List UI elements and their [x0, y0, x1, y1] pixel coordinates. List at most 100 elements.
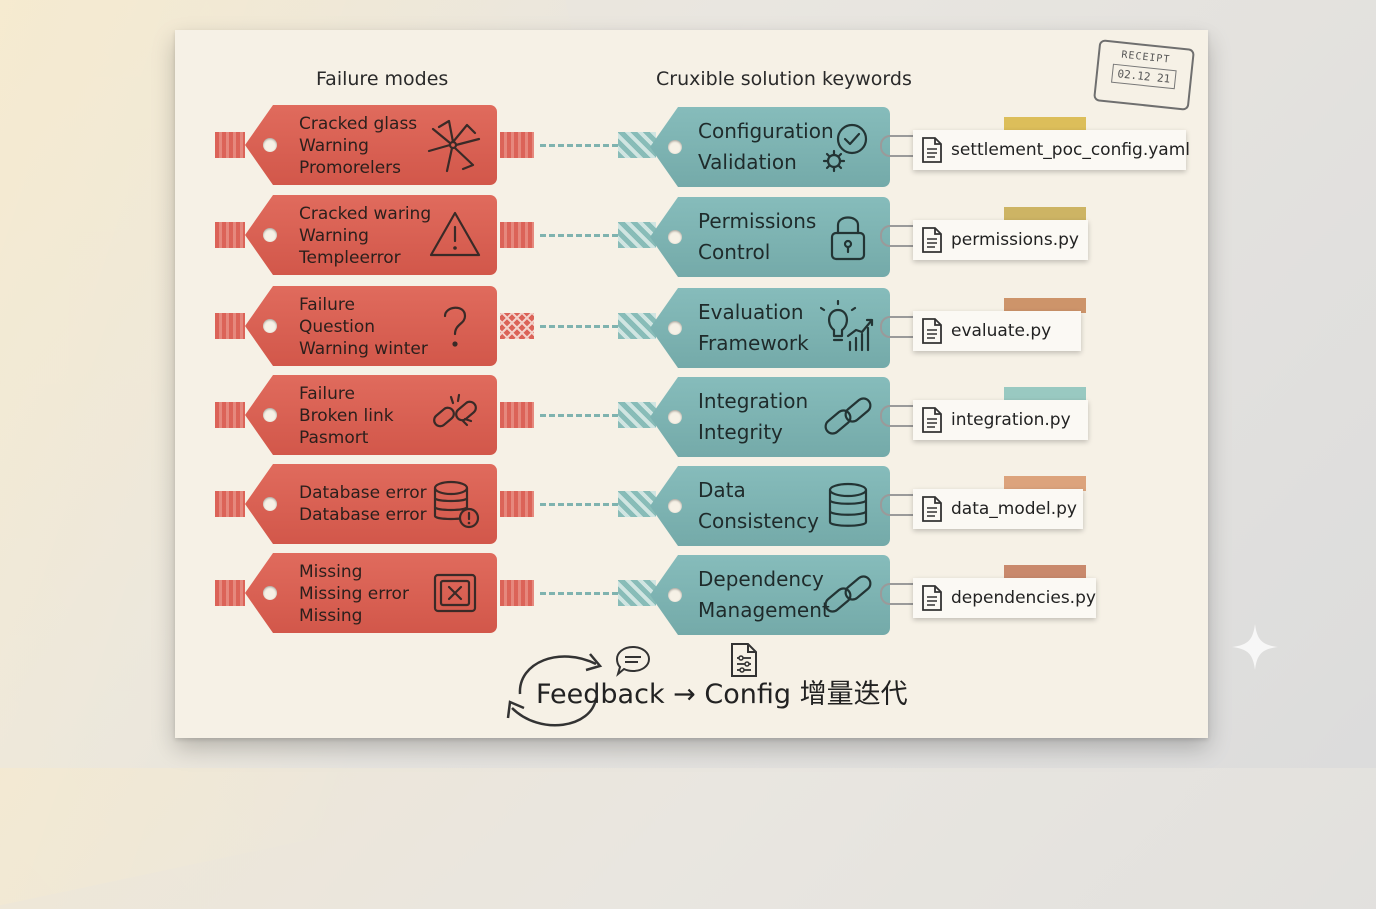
connector-line [540, 234, 618, 237]
feedback-config-caption: Feedback → Config 增量迭代 [536, 679, 908, 710]
check-gear-icon [822, 123, 868, 173]
broken-link-icon [433, 393, 477, 428]
failure-tag-line: Warning [299, 226, 369, 246]
solution-tag-line: Control [698, 240, 771, 264]
stamp-date: 02.12 21 [1111, 63, 1177, 90]
failure-modes-heading: Failure modes [316, 68, 449, 90]
file-name: settlement_poc_config.yaml [951, 140, 1191, 160]
tag-hole [668, 321, 682, 335]
file-icon [922, 585, 942, 611]
file-icon [922, 407, 942, 433]
warning-triangle-icon [429, 211, 481, 257]
cracked-glass-icon [427, 119, 481, 173]
tape-strip [500, 402, 534, 428]
tag-hole [263, 408, 277, 422]
failure-tag-line: Missing [299, 562, 363, 582]
solution-tag-line: Permissions [698, 209, 817, 233]
tape-strip [618, 222, 656, 248]
failure-tag-line: Promorelers [299, 158, 402, 178]
tag-hole [263, 228, 277, 242]
solution-tag-line: Management [698, 598, 830, 622]
chat-bubble-icon [615, 645, 651, 677]
tag-hole [263, 319, 277, 333]
tape-strip [500, 222, 534, 248]
file-name: evaluate.py [951, 321, 1052, 341]
file-label: integration.py [913, 400, 1088, 440]
file-icon [922, 318, 942, 344]
database-icon [828, 482, 868, 527]
tag-hole [668, 499, 682, 513]
tape-strip [500, 491, 534, 517]
tag-hole [263, 497, 277, 511]
tag-hole [668, 410, 682, 424]
config-doc-icon [731, 643, 757, 677]
tape-strip [618, 132, 656, 158]
failure-tag-line: Pasmort [299, 428, 369, 448]
file-name: permissions.py [951, 230, 1079, 250]
failure-tag-line: Missing error [299, 584, 409, 604]
file-label: data_model.py [913, 489, 1083, 529]
tape-strip [500, 132, 534, 158]
file-icon [922, 496, 942, 522]
solution-tag-line: Configuration [698, 119, 834, 143]
file-icon [922, 137, 942, 163]
file-tape [1004, 565, 1086, 580]
file-icon [922, 227, 942, 253]
padlock-icon [830, 216, 866, 261]
solution-tag-line: Evaluation [698, 300, 804, 324]
connector-line [540, 325, 618, 328]
file-label: settlement_poc_config.yaml [913, 130, 1190, 170]
tape-strip [618, 402, 656, 428]
question-mark-icon [443, 306, 467, 347]
database-error-icon [433, 480, 480, 529]
file-name: dependencies.py [951, 588, 1096, 608]
solution-tag-line: Dependency [698, 567, 824, 591]
file-label: evaluate.py [913, 311, 1081, 351]
solution-tag-line: Framework [698, 331, 809, 355]
chain-link-icon [824, 397, 872, 435]
tag-hole [263, 138, 277, 152]
failure-tag-line: Failure [299, 295, 355, 315]
failure-tag-line: Question [299, 317, 376, 337]
failure-tag-line: Cracked glass [299, 114, 418, 134]
tape-strip [500, 580, 534, 606]
failure-tag-line: Broken link [299, 406, 394, 426]
failure-tag-line: Failure [299, 384, 355, 404]
tape-strip [215, 580, 245, 606]
tape-strip [618, 580, 656, 606]
tape-strip [215, 491, 245, 517]
tape-strip [215, 222, 245, 248]
tag-hole [668, 230, 682, 244]
failure-tag-line: Cracked waring [299, 204, 432, 224]
tape-strip [215, 132, 245, 158]
feedback-cycle-icon [506, 653, 603, 727]
tape-strip [500, 313, 534, 339]
tag-hole [668, 588, 682, 602]
tape-strip [618, 313, 656, 339]
file-label: dependencies.py [913, 578, 1096, 618]
tape-strip [618, 491, 656, 517]
failure-tag-line: Templeerror [299, 248, 401, 268]
failure-tag-line: Database error [299, 505, 427, 525]
file-tape [1004, 387, 1086, 402]
